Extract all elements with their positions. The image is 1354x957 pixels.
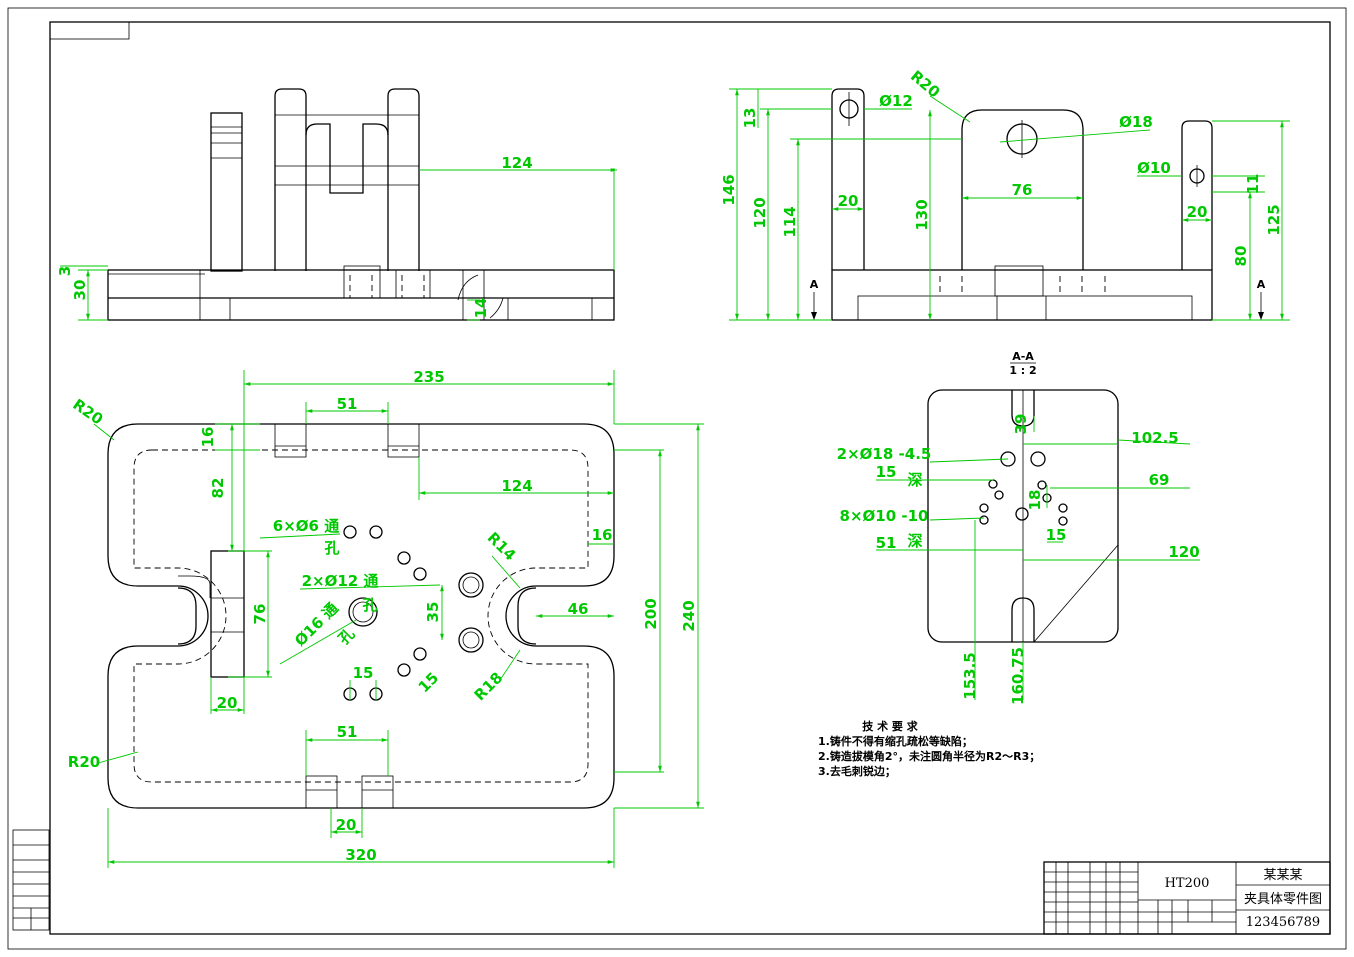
dim-16-right: 16 <box>592 526 613 544</box>
note-6x6: 6×Ø6 通 <box>273 517 339 535</box>
note-2x12-b: 孔 <box>362 596 377 614</box>
dim-14: 14 <box>472 298 490 319</box>
dim-r14: R14 <box>484 529 520 565</box>
dim-80: 80 <box>1232 246 1250 267</box>
dim-153-5: 153.5 <box>961 652 979 699</box>
note-8x10: 8×Ø10 -10 <box>840 507 929 525</box>
dim-120-side: 120 <box>751 197 769 228</box>
dim-16-left: 16 <box>199 427 217 448</box>
dim-51-top: 51 <box>337 395 358 413</box>
corner-box <box>49 21 130 40</box>
dim-30: 30 <box>71 280 89 301</box>
dim-120-section: 120 <box>1168 543 1199 561</box>
dim-20-side-b: 20 <box>1187 203 1208 221</box>
section-view: A-A 1 : 2 39 102.5 2×Ø18 -4.5 15 深 69 18 <box>837 350 1200 705</box>
dim-39: 39 <box>1012 414 1030 435</box>
title-drawing-name: 夹具体零件图 <box>1244 892 1322 907</box>
technical-notes: 技 术 要 求 1.铸件不得有缩孔疏松等缺陷； 2.铸造拔模角2°，未注圆角半径… <box>818 719 1040 778</box>
dim-124-front: 124 <box>501 154 532 172</box>
front-view: 124 30 3 14 <box>56 88 617 321</box>
dim-20-top-a: 20 <box>217 694 238 712</box>
dim-82: 82 <box>209 478 227 499</box>
dim-dia12: Ø12 <box>879 92 913 110</box>
outer-frame <box>7 7 1347 950</box>
notes-title: 技 术 要 求 <box>862 719 918 733</box>
note-2x18: 2×Ø18 -4.5 <box>837 445 932 463</box>
dim-46: 46 <box>568 600 589 618</box>
dim-125: 125 <box>1265 204 1283 235</box>
dim-20-side-a: 20 <box>838 192 859 210</box>
title-author: 某某某 <box>1263 868 1302 883</box>
dim-3: 3 <box>56 266 74 276</box>
dim-20-top-b: 20 <box>336 816 357 834</box>
dim-102-5: 102.5 <box>1131 429 1178 447</box>
dim-76-top: 76 <box>251 604 269 625</box>
dim-235: 235 <box>413 368 444 386</box>
title-block: HT200 某某某 夹具体零件图 123456789 <box>1043 861 1331 935</box>
notes-line-1: 1.铸件不得有缩孔疏松等缺陷； <box>818 734 973 748</box>
dim-51-bottom: 51 <box>337 723 358 741</box>
dim-r20-bottom-left: R20 <box>68 753 100 771</box>
dim-160-75: 160.75 <box>1009 647 1027 705</box>
dim-69: 69 <box>1149 471 1170 489</box>
dim-76-side: 76 <box>1012 181 1033 199</box>
note-deep-1: 深 <box>907 471 922 489</box>
notes-line-2: 2.铸造拔模角2°，未注圆角半径为R2～R3； <box>818 749 1040 763</box>
margin-table <box>12 829 50 931</box>
dim-200: 200 <box>642 598 660 629</box>
dim-130: 130 <box>913 199 931 230</box>
dim-114: 114 <box>781 206 799 237</box>
note-6x6-b: 孔 <box>324 539 339 557</box>
dim-15-section: 15 <box>1046 526 1067 544</box>
dim-35: 35 <box>424 602 442 623</box>
dim-146: 146 <box>720 174 738 205</box>
title-drawing-number: 123456789 <box>1246 915 1320 930</box>
note-deep-2: 深 <box>907 532 922 550</box>
dim-dia18: Ø18 <box>1119 113 1153 131</box>
section-scale: 1 : 2 <box>1009 364 1036 377</box>
section-marker-right: A <box>1257 278 1266 291</box>
title-material: HT200 <box>1165 876 1210 891</box>
note-51: 51 <box>876 534 897 552</box>
section-title: A-A <box>1012 350 1034 363</box>
note-16-b: 孔 <box>335 625 358 648</box>
dim-15-diag: 15 <box>415 669 442 696</box>
dim-15-holes: 15 <box>353 664 374 682</box>
top-view: 235 51 R20 16 82 124 16 6×Ø6 通 孔 R14 2×Ø… <box>68 368 704 868</box>
dim-320: 320 <box>345 846 376 864</box>
note-15: 15 <box>876 463 897 481</box>
dim-11: 11 <box>1244 174 1262 195</box>
dim-r18: R18 <box>471 669 507 705</box>
side-view: 146 120 13 114 20 Ø12 R20 130 76 Ø18 Ø10… <box>720 67 1290 321</box>
dim-13: 13 <box>741 108 759 129</box>
note-2x12: 2×Ø12 通 <box>302 572 379 590</box>
section-marker-left: A <box>810 278 819 291</box>
dim-r20-top-left: R20 <box>69 395 106 428</box>
dim-240: 240 <box>680 600 698 631</box>
note-16: Ø16 通 <box>291 599 342 650</box>
dim-dia10: Ø10 <box>1137 159 1171 177</box>
dim-124-top: 124 <box>501 477 532 495</box>
notes-line-3: 3.去毛刺锐边； <box>818 764 896 778</box>
dim-18-section: 18 <box>1026 490 1044 511</box>
inner-frame <box>49 21 1331 935</box>
